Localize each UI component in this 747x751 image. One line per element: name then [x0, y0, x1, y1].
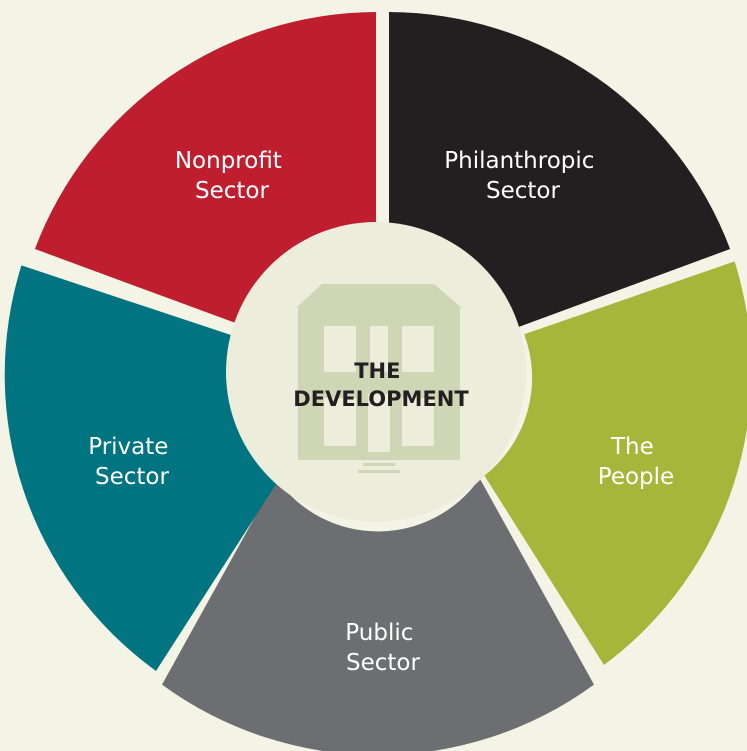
- segment-private-sector: [4, 265, 282, 671]
- segment-public-sector: [162, 478, 594, 751]
- center-hub: THE DEVELOPMENT: [226, 222, 526, 522]
- house-icon: [296, 284, 462, 473]
- segment-labels: Nonprofit Sector Philanthropic Sector Th…: [88, 148, 674, 676]
- public-sector-label: Public Sector: [345, 620, 420, 676]
- private-sector-label: Private Sector: [88, 434, 176, 490]
- nonprofit-sector-label: Nonprofit Sector: [175, 148, 289, 204]
- the-people-label: The People: [598, 434, 674, 490]
- philanthropic-sector-label: Philanthropic Sector: [444, 148, 601, 204]
- segment-the-people: [484, 261, 747, 665]
- segment-philanthropic-sector: [389, 12, 731, 333]
- center-title: THE DEVELOPMENT: [293, 359, 469, 411]
